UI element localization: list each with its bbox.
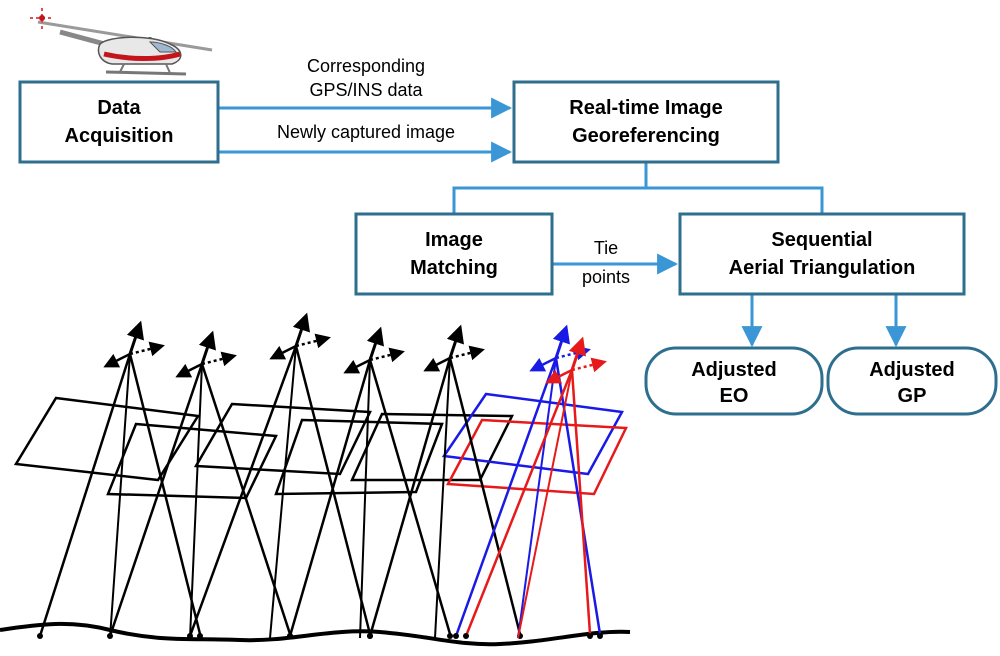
ground-point — [367, 633, 373, 639]
projection-ray — [108, 363, 204, 637]
node-label-line2: Matching — [410, 257, 498, 279]
node-label-line2: Georeferencing — [572, 125, 720, 147]
camera-axis-x-icon — [449, 345, 485, 361]
node-label-line1: Data — [97, 97, 141, 119]
ground-point — [597, 633, 603, 639]
camera-axis-z-icon — [292, 312, 310, 347]
footprint-black — [274, 418, 444, 496]
node-adjusted-eo: Adjusted EO — [644, 346, 824, 416]
camera-axis-z-icon — [568, 336, 586, 371]
node-label-line2: Aerial Triangulation — [729, 257, 916, 279]
node-triangulation: Sequential Aerial Triangulation — [678, 212, 966, 296]
edge-georef-split — [452, 162, 648, 214]
camera-axis-y-icon — [269, 344, 297, 360]
node-data-acquisition: Data Acquisition — [18, 80, 220, 164]
camera-axis-x-icon — [555, 345, 591, 361]
camera-axis-x-icon — [571, 357, 607, 373]
camera-axis-z-icon — [446, 324, 464, 359]
projection-ray — [269, 345, 297, 639]
projection-ray — [570, 369, 592, 635]
camera-axis-z-icon — [366, 326, 384, 361]
node-label-line2: EO — [720, 385, 749, 407]
ground-point — [287, 633, 293, 639]
camera-stations — [37, 312, 607, 639]
camera-axis-x-icon — [369, 347, 405, 363]
camera-axis-y-icon — [423, 356, 451, 372]
projection-ray — [517, 357, 557, 639]
ground-point — [587, 633, 593, 639]
camera-axis-z-icon — [198, 330, 216, 365]
camera-axis-x-icon — [129, 341, 165, 357]
tail-rotor-icon — [30, 8, 54, 30]
edge-label-tie-points-line2: points — [582, 267, 630, 287]
projection-ray — [109, 353, 131, 639]
projection-ray — [128, 353, 202, 635]
node-adjusted-gp: Adjusted GP — [826, 346, 998, 416]
helicopter-icon — [30, 8, 213, 76]
node-label-line1: Real-time Image — [569, 97, 722, 119]
ground-point — [463, 633, 469, 639]
edge-label-new-image: Newly captured image — [277, 122, 455, 142]
camera-axis-y-icon — [343, 358, 371, 374]
ground-surface — [0, 621, 631, 647]
footprint-black — [13, 396, 201, 482]
footprint-black — [106, 422, 278, 500]
ground-point — [107, 633, 113, 639]
projection-ray — [288, 359, 372, 637]
node-label-line1: Adjusted — [691, 359, 777, 381]
edge-label-gps-ins-line2: GPS/INS data — [309, 80, 423, 100]
projection-ray — [38, 353, 132, 637]
ground-point — [197, 633, 203, 639]
projection-ray — [464, 369, 574, 637]
ground-point — [187, 633, 193, 639]
ground-point — [447, 633, 453, 639]
projection-ray — [188, 345, 298, 637]
node-label-line2: GP — [898, 385, 927, 407]
node-label-line1: Image — [425, 229, 483, 251]
edge-label-tie-points-line1: Tie — [594, 238, 618, 258]
camera-axis-z-icon — [126, 320, 144, 355]
projection-ray — [448, 357, 522, 635]
node-label-line1: Sequential — [771, 229, 872, 251]
ground-point — [37, 633, 43, 639]
projection-ray — [454, 357, 558, 637]
ground-point — [453, 633, 459, 639]
camera-axis-y-icon — [529, 356, 557, 372]
footprint-black — [193, 402, 372, 476]
node-label-line2: Acquisition — [65, 125, 174, 147]
projection-ray — [434, 357, 451, 639]
projection-ray — [554, 357, 602, 635]
projection-ray — [359, 359, 371, 639]
projection-ray — [517, 369, 573, 639]
node-label-line1: Adjusted — [869, 359, 955, 381]
node-georeferencing: Real-time Image Georeferencing — [512, 80, 780, 164]
camera-axis-x-icon — [201, 351, 237, 367]
footprint-red — [445, 418, 628, 496]
camera-axis-x-icon — [295, 333, 331, 349]
camera-axis-y-icon — [545, 368, 573, 384]
edge-georef-split-right — [646, 186, 824, 214]
camera-axis-y-icon — [103, 352, 131, 368]
edge-label-gps-ins-line1: Corresponding — [307, 56, 425, 76]
connectors — [218, 97, 907, 348]
footprint-blue — [441, 392, 624, 476]
node-image-matching: Image Matching — [354, 212, 554, 296]
camera-axis-z-icon — [552, 324, 570, 359]
projection-ray — [368, 357, 452, 637]
projection-ray — [189, 363, 203, 639]
camera-axis-y-icon — [175, 362, 203, 378]
